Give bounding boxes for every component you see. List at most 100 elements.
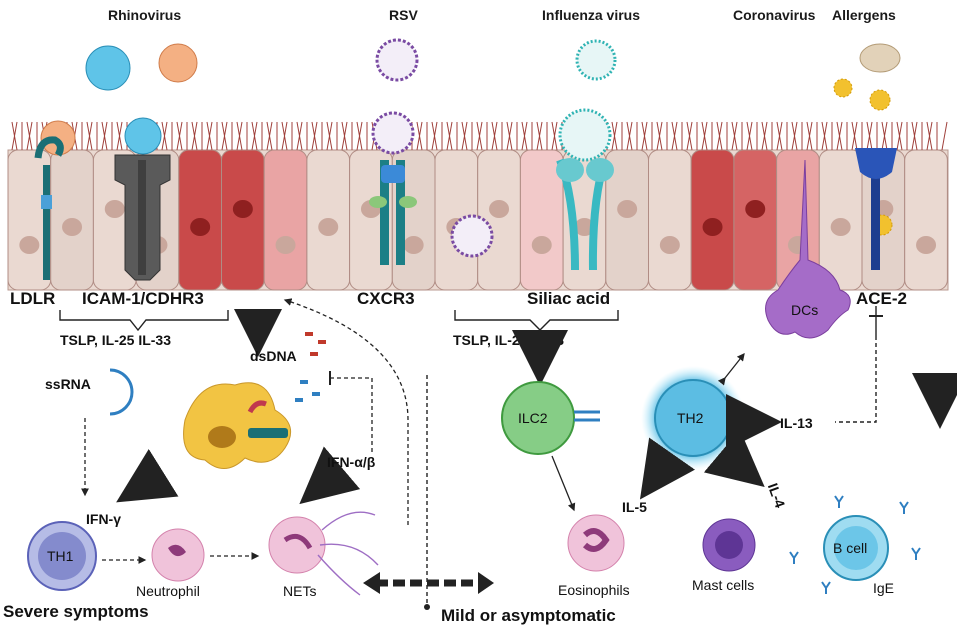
- ace2-label: ACE-2: [856, 289, 907, 308]
- neutrophil-label: Neutrophil: [136, 583, 200, 599]
- cxcr3-receptor: [369, 160, 417, 265]
- outcome-arrowhead-right: [478, 572, 494, 594]
- cell-nucleus: [574, 218, 595, 236]
- epithelial-cell: [221, 149, 265, 291]
- cilium: [176, 121, 183, 151]
- influenza-particle: [575, 39, 617, 81]
- ifn-g-arrow: [116, 448, 179, 503]
- ilc2-cell: ILC2: [501, 381, 600, 455]
- dendritic-cell-purple: DCs: [765, 159, 851, 339]
- rsv-bound-particle: [371, 111, 415, 155]
- cilium: [161, 121, 168, 151]
- cilium: [506, 121, 513, 151]
- cilium: [791, 121, 798, 151]
- il13-label: IL-13: [780, 415, 813, 431]
- eosinophil-cell: Eosinophils: [558, 514, 630, 598]
- outcome-arrowhead-left: [363, 572, 380, 594]
- dendritic-cell-yellow: [183, 382, 292, 469]
- cilium: [686, 121, 693, 151]
- cell-nucleus: [232, 200, 253, 218]
- cilium: [326, 121, 333, 151]
- ige-label: IgE: [873, 580, 894, 596]
- cell-nucleus: [702, 218, 723, 236]
- th2-label: TH2: [677, 410, 704, 426]
- ifn-ab-label: IFN-α/β: [327, 454, 376, 470]
- mast-cell: Mast cells: [692, 518, 756, 593]
- left-brace: [59, 310, 229, 332]
- coronavirus-group: Coronavirus: [733, 7, 816, 23]
- cilium: [926, 121, 933, 151]
- cell-nucleus: [830, 218, 851, 236]
- mast-cells-label: Mast cells: [692, 577, 754, 593]
- epithelial-cell: [733, 149, 778, 291]
- epithelial-cell: [648, 149, 692, 291]
- cilium: [641, 121, 648, 151]
- cilium: [236, 121, 243, 151]
- ifn-inhibit-line: [330, 377, 373, 455]
- cilium: [191, 121, 198, 151]
- cilium: [311, 121, 318, 151]
- th2-dc-arrow: [717, 352, 745, 386]
- th1-cell: TH1: [27, 521, 97, 591]
- cell-nucleus: [659, 236, 680, 254]
- dna-fragments-icon: [295, 332, 326, 402]
- cilium: [536, 121, 543, 151]
- allergens-group: Allergens: [832, 7, 901, 270]
- cilium: [911, 121, 918, 151]
- cell-nucleus: [403, 236, 424, 254]
- th2-to-il5-arrow: [639, 437, 696, 500]
- rhinovirus-blue-particle: [85, 45, 131, 91]
- il5-label: IL-5: [622, 499, 647, 515]
- cell-nucleus: [275, 236, 296, 254]
- ifn-g-label: IFN-γ: [86, 511, 121, 527]
- cilium: [101, 121, 108, 151]
- ssrna-label: ssRNA: [45, 376, 91, 392]
- cilium: [11, 121, 18, 151]
- cilium: [881, 121, 888, 151]
- icam-receptor: [114, 154, 171, 281]
- cilium: [551, 121, 558, 151]
- epithelial-cell: [904, 149, 948, 291]
- icam-label: ICAM-1/CDHR3: [82, 289, 204, 308]
- cilium: [731, 121, 738, 151]
- ilc2-label: ILC2: [518, 410, 548, 426]
- eosinophils-label: Eosinophils: [558, 582, 630, 598]
- tslp-right-label: TSLP, IL-25 IL-33: [453, 332, 564, 348]
- cell-nucleus: [104, 200, 125, 218]
- rhinovirus-bound-blue: [124, 117, 162, 155]
- cilium: [356, 121, 363, 151]
- rhinovirus-orange-particle: [158, 43, 198, 83]
- cilium: [941, 121, 948, 151]
- cilium: [206, 121, 213, 151]
- cell-nucleus: [916, 236, 937, 254]
- cilium: [701, 121, 708, 151]
- cilium: [656, 121, 663, 151]
- ssrna-group: ssRNA: [45, 368, 134, 497]
- epithelium-layer: [7, 121, 949, 291]
- cilium: [221, 121, 228, 151]
- dcs-label: DCs: [791, 302, 818, 318]
- cilium: [821, 121, 828, 151]
- ace2-receptor: [855, 148, 897, 270]
- cell-nucleus: [617, 200, 638, 218]
- cilium: [836, 121, 843, 151]
- th2-to-il4-arrow: [703, 429, 765, 488]
- cilium: [521, 121, 528, 151]
- b-cell-label: B cell: [833, 540, 867, 556]
- th2-cell: TH2: [641, 366, 745, 470]
- ssrna-strand-icon: [109, 368, 134, 416]
- b-cell: B cell IgE: [789, 495, 921, 596]
- nets-feedback-arrow: [283, 298, 409, 525]
- cell-nucleus: [531, 236, 552, 254]
- rhinovirus-label: Rhinovirus: [108, 7, 181, 23]
- neutrophil-cell: Neutrophil: [136, 528, 205, 599]
- allergens-label: Allergens: [832, 7, 896, 23]
- cell-nucleus: [62, 218, 83, 236]
- dsdna-group: dsDNA: [234, 309, 373, 455]
- rsv-label: RSV: [389, 7, 418, 23]
- pollen-icon: [833, 78, 853, 98]
- cilium: [476, 121, 483, 151]
- epithelial-cell: [263, 149, 308, 291]
